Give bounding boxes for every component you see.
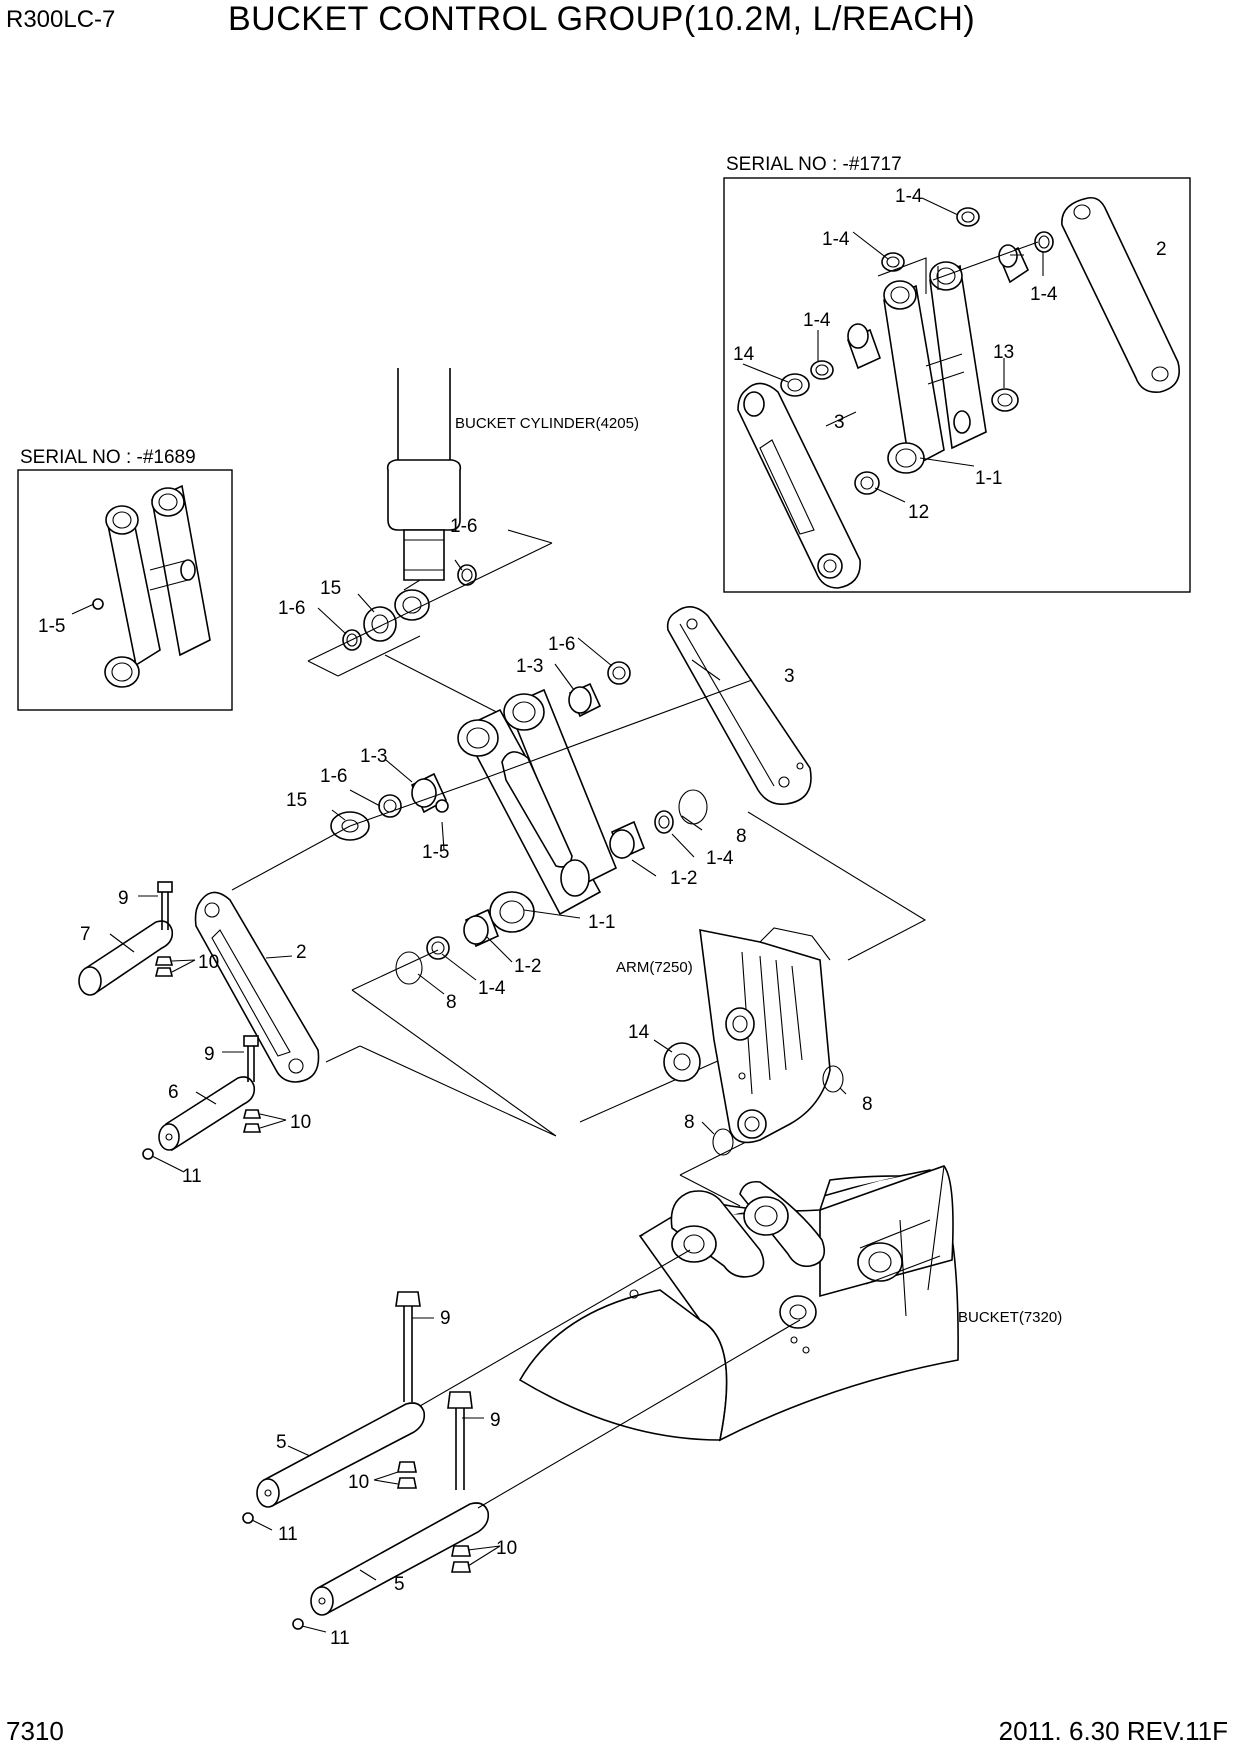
left-inset-frame [17, 469, 233, 711]
pin-5-lower [292, 1391, 490, 1630]
callout-1-4-inset-b: 1-4 [822, 229, 850, 250]
pin-7 [78, 881, 174, 996]
callout-5-a: 5 [276, 1432, 287, 1453]
callout-1-1-inset: 1-1 [975, 468, 1002, 489]
callout-9-c: 9 [440, 1308, 451, 1329]
right-inset: SERIAL NO : -#1717 [723, 154, 1191, 593]
main-link-1-1 [457, 688, 618, 933]
callout-1-4-inset-a: 1-4 [895, 186, 923, 207]
callout-3-inset: 3 [834, 412, 845, 433]
callout-1-3-b: 1-3 [360, 746, 387, 767]
callout-1-3-a: 1-3 [516, 656, 543, 677]
callout-1-6-c: 1-6 [548, 634, 575, 655]
callout-14-inset: 14 [733, 344, 755, 365]
callout-1-4-main-a: 1-4 [706, 848, 734, 869]
callout-14-main: 14 [628, 1022, 650, 1043]
arm-7250: ARM(7250) [616, 927, 831, 1144]
callout-11-a: 11 [182, 1166, 202, 1187]
callout-9-d: 9 [490, 1410, 501, 1431]
callout-1-5-inset: 1-5 [38, 616, 65, 637]
callout-7: 7 [80, 924, 91, 945]
callout-6: 6 [168, 1082, 179, 1103]
callout-1-2-a: 1-2 [670, 868, 697, 889]
callout-10-b: 10 [290, 1112, 311, 1133]
callout-10-a: 10 [198, 952, 219, 973]
inset-link-assembly [92, 484, 211, 688]
bucket-cylinder: BUCKET CYLINDER(4205) [386, 368, 639, 621]
revision-date: 2011. 6.30 REV.11F [998, 1716, 1228, 1746]
callout-8-b: 8 [446, 992, 457, 1013]
callout-9-a: 9 [118, 888, 129, 909]
note-bucket-cylinder: BUCKET CYLINDER(4205) [455, 415, 639, 432]
callout-2-inset: 2 [1156, 239, 1167, 260]
callout-10-d: 10 [496, 1538, 517, 1559]
callout-11-c: 11 [330, 1628, 350, 1649]
callout-11-b: 11 [278, 1524, 298, 1545]
callout-1-5-main: 1-5 [422, 842, 449, 863]
note-bucket: BUCKET(7320) [958, 1309, 1062, 1326]
callout-9-b: 9 [204, 1044, 215, 1065]
left-inset: SERIAL NO : -#1689 1-5 [17, 447, 233, 711]
right-inset-frame [723, 177, 1191, 593]
callout-10-c: 10 [348, 1472, 369, 1493]
callout-1-6-d: 1-6 [320, 766, 347, 787]
callout-1-4-main-b: 1-4 [478, 978, 506, 999]
page-number: 7310 [6, 1716, 64, 1746]
model-number: R300LC-7 [6, 6, 116, 33]
callout-8-a: 8 [736, 826, 747, 847]
callout-5-b: 5 [394, 1574, 405, 1595]
callout-3-main: 3 [784, 666, 795, 687]
left-inset-serial: SERIAL NO : -#1689 [20, 447, 196, 468]
right-inset-serial: SERIAL NO : -#1717 [726, 154, 902, 175]
callout-2-main: 2 [296, 942, 307, 963]
callout-1-4-inset-d: 1-4 [1030, 284, 1058, 305]
callout-1-4-inset-c: 1-4 [803, 310, 831, 331]
callout-8-d: 8 [684, 1112, 695, 1133]
callout-15-a: 15 [320, 578, 341, 599]
pin-5-upper [242, 1291, 426, 1524]
callout-1-2-b: 1-2 [514, 956, 541, 977]
page-title: BUCKET CONTROL GROUP(10.2M, L/REACH) [228, 0, 976, 38]
callout-1-6-a: 1-6 [450, 516, 477, 537]
callout-15-b: 15 [286, 790, 307, 811]
callout-12-inset: 12 [908, 502, 929, 523]
callout-13-inset: 13 [993, 342, 1014, 363]
pin-6 [142, 1035, 262, 1160]
link-2 [194, 891, 320, 1083]
callout-1-1-main: 1-1 [588, 912, 615, 933]
link-3 [666, 606, 812, 806]
bucket-7320: BUCKET(7320) [518, 1165, 1062, 1442]
callout-1-6-b: 1-6 [278, 598, 305, 619]
note-arm: ARM(7250) [616, 959, 693, 976]
callout-8-c: 8 [862, 1094, 873, 1115]
